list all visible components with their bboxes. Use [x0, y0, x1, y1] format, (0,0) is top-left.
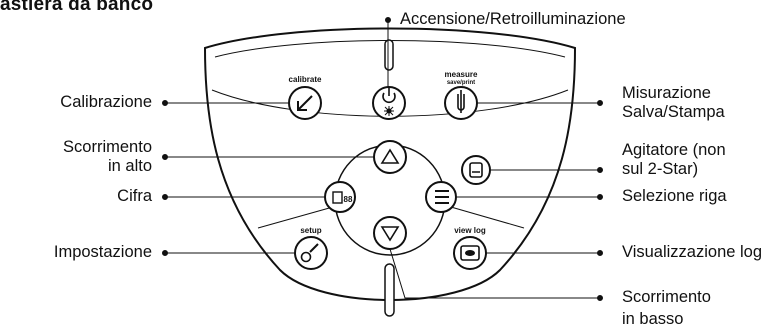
view-log-key-label: view log — [454, 226, 486, 235]
view-log-key[interactable]: view log — [453, 226, 487, 270]
callout-stirrer-line1: Agitatore (non — [622, 141, 726, 159]
callout-setup: Impostazione — [53, 243, 152, 261]
triangle-up-icon — [380, 148, 400, 164]
callout-power: Accensione/Retroilluminazione — [400, 10, 626, 28]
bottom-slot — [384, 263, 395, 317]
measure-key[interactable]: measure save/print — [444, 70, 478, 120]
triangle-down-icon — [380, 226, 400, 242]
scroll-up-key[interactable] — [373, 140, 407, 174]
power-key[interactable] — [372, 39, 406, 120]
power-icon — [382, 92, 396, 104]
callout-line-select: Selezione riga — [622, 187, 727, 205]
stirrer-icon — [469, 162, 483, 178]
callout-scroll-down-line2: in basso — [622, 310, 684, 328]
measure-key-label: measure — [445, 70, 478, 79]
calibrate-icon — [297, 95, 313, 111]
gear-icon — [300, 251, 312, 263]
callout-view-log: Visualizzazione log — [622, 243, 763, 261]
callout-scroll-down-line1: Scorrimento — [622, 288, 711, 306]
calibrate-key[interactable]: calibrate — [288, 75, 322, 120]
page-title: astiera da banco — [0, 0, 154, 15]
callout-measure-line2: Salva/Stampa — [622, 103, 725, 121]
callout-measure-line1: Misurazione — [622, 84, 711, 102]
svg-text:88: 88 — [344, 195, 353, 204]
callout-lines — [162, 17, 603, 301]
callout-stirrer-line2: sul 2-Star) — [622, 160, 699, 178]
calibrate-key-label: calibrate — [289, 75, 322, 84]
line-select-key[interactable] — [425, 181, 457, 213]
stirrer-key[interactable] — [461, 155, 491, 185]
callout-digit: Cifra — [117, 187, 152, 205]
scroll-down-key[interactable] — [373, 216, 407, 250]
setup-key-label: setup — [300, 226, 321, 235]
line-select-icon — [435, 190, 449, 204]
digit-key[interactable]: 88 — [324, 181, 356, 213]
callout-calibration: Calibrazione — [60, 93, 152, 111]
backlight-icon — [384, 106, 394, 116]
probe-icon — [457, 90, 465, 113]
view-log-icon — [460, 245, 480, 261]
save-print-key-label: save/print — [447, 80, 475, 86]
callout-scroll-up-line1: Scorrimento — [63, 138, 152, 156]
digit-icon — [332, 191, 343, 204]
callout-scroll-up-line2: in alto — [107, 157, 152, 175]
